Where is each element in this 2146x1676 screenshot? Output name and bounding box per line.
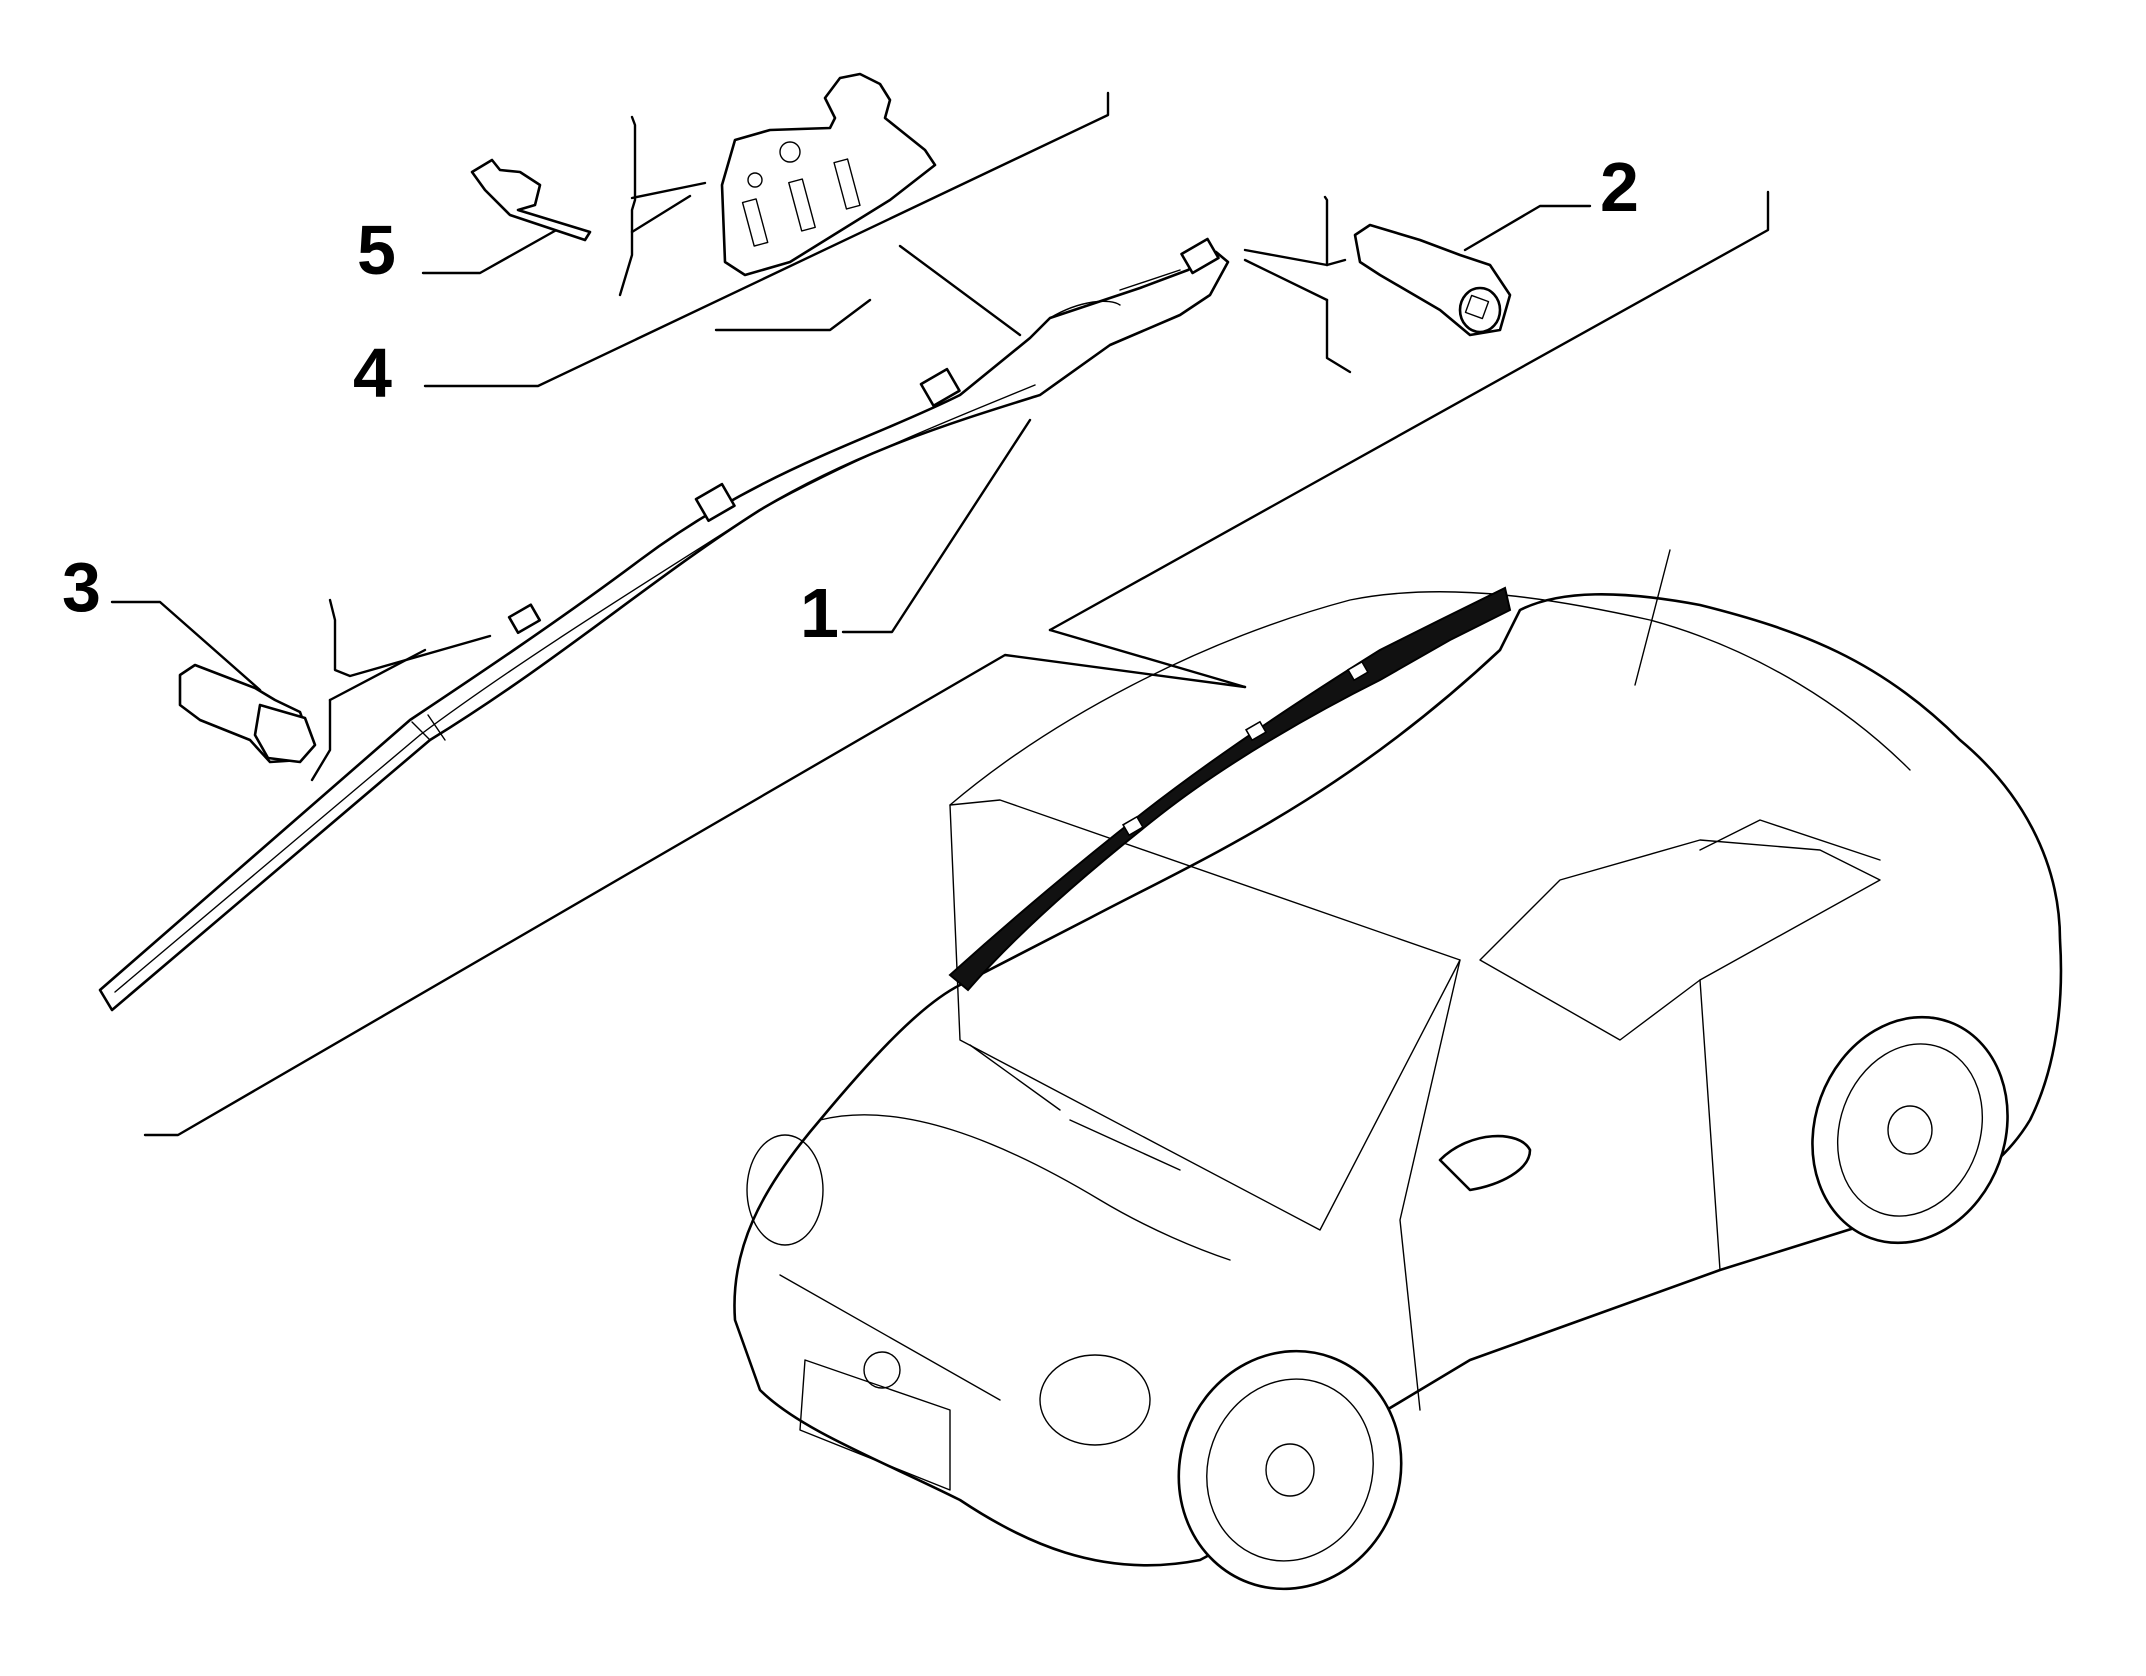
bolt-icon xyxy=(178,663,317,764)
bracket-icon xyxy=(720,72,937,277)
callout-1: 1 xyxy=(800,574,839,652)
curtain-airbag-icon xyxy=(98,237,1230,1012)
rivet-icon xyxy=(470,158,592,242)
callout-4: 4 xyxy=(353,334,392,412)
leader-lines xyxy=(110,91,1770,1137)
callout-2: 2 xyxy=(1600,148,1639,226)
screw-icon xyxy=(1353,223,1512,337)
car-icon xyxy=(733,549,2063,1591)
callout-5: 5 xyxy=(357,211,396,289)
callout-3: 3 xyxy=(62,548,101,626)
